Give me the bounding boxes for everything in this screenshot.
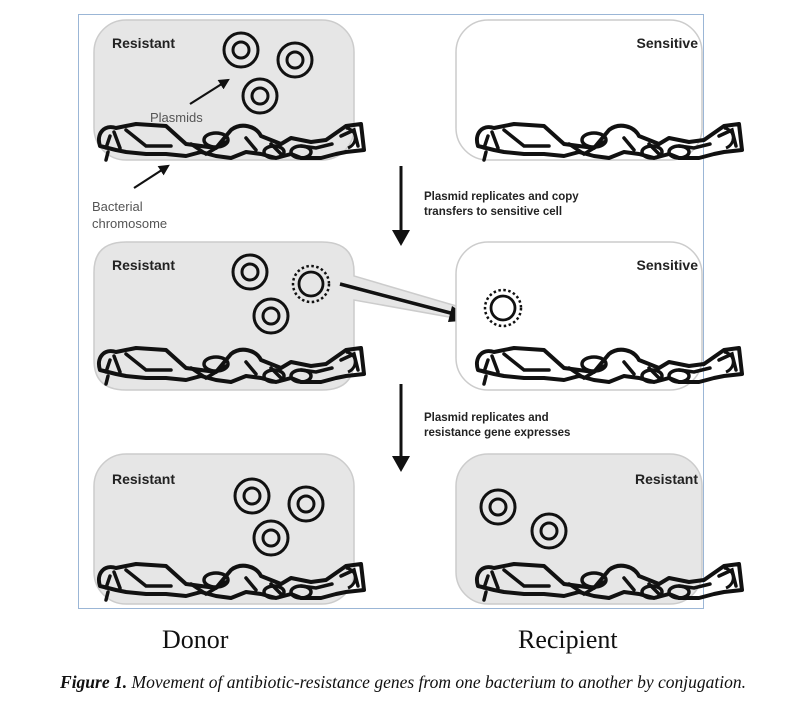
figure-caption: Figure 1. Movement of antibiotic-resista… [0, 672, 806, 693]
cell-label: Resistant [112, 471, 175, 487]
cell-donor-row1: Resistant [93, 19, 367, 162]
cell-label: Sensitive [637, 257, 699, 273]
step1-note-line1: Plasmid replicates and copy [424, 191, 579, 203]
plasmid-pointer-arrow [189, 78, 230, 105]
recipient-column-label: Recipient [518, 625, 618, 654]
cell-recipient-row2: Sensitive [455, 241, 744, 391]
cell-label: Resistant [112, 257, 175, 273]
cell-recipient-row1: Sensitive [455, 19, 744, 162]
step-arrow-head-icon [392, 456, 410, 472]
chromosome-pointer-arrow [133, 164, 170, 189]
figure-caption-label: Figure 1. [60, 672, 128, 692]
cell-donor-row2: Resistant [93, 241, 472, 391]
cell-recipient-row3: Resistant [455, 453, 744, 605]
step1-note-line2: transfers to sensitive cell [424, 206, 562, 218]
step-arrow-head-icon [392, 230, 410, 246]
cell-label: Sensitive [637, 35, 699, 51]
donor-column-label: Donor [162, 625, 229, 654]
cell-label: Resistant [112, 35, 175, 51]
chromosome-annotation-line1: Bacterial [92, 199, 143, 214]
cell-donor-row3: Resistant [93, 453, 367, 605]
cell-label: Resistant [635, 471, 698, 487]
plasmids-annotation: Plasmids [150, 110, 203, 125]
step2-note-line1: Plasmid replicates and [424, 412, 549, 424]
figure-caption-text: Movement of antibiotic-resistance genes … [127, 672, 746, 692]
step2-note-line2: resistance gene expresses [424, 427, 570, 439]
transfer-arrow [339, 282, 463, 318]
chromosome-annotation-line2: chromosome [92, 216, 167, 231]
